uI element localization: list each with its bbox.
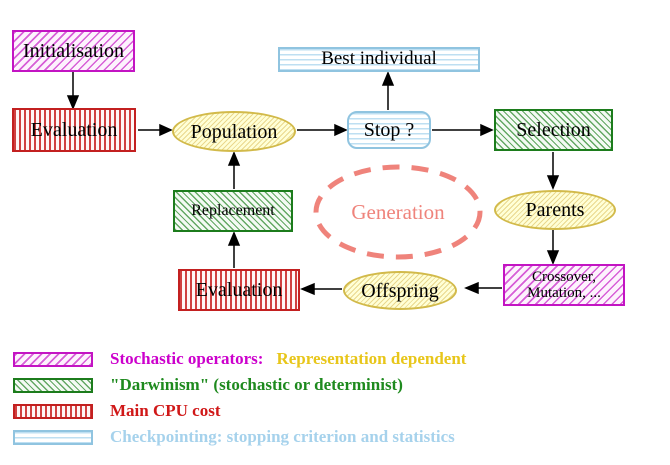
node-best-individual-label: Best individual	[321, 48, 437, 70]
legend-label-darwinism: "Darwinism" (stochastic or determinist)	[110, 375, 403, 394]
node-crossover-line2: Mutation, ...	[527, 285, 601, 301]
node-parents: Parents	[494, 190, 616, 230]
arrowhead-stop-to-selection	[480, 123, 494, 137]
legend-swatch-green-diagonal-hatch	[13, 377, 93, 393]
node-initialisation: Initialisation	[12, 30, 135, 72]
node-generation: Generation	[314, 166, 482, 258]
node-offspring-label: Offspring	[361, 279, 439, 302]
node-generation-label: Generation	[351, 199, 445, 224]
legend-label-main-cpu-cost: Main CPU cost	[110, 401, 221, 420]
node-selection-label: Selection	[516, 119, 591, 141]
legend-swatch-magenta-diagonal-hatch	[13, 351, 93, 367]
legend-row-checkpointing: Checkpointing: stopping criterion and st…	[13, 427, 455, 447]
legend-row-stochastic-operators: Stochastic operators: Representation dep…	[13, 349, 466, 369]
arrowhead-evaluation-to-population	[159, 123, 173, 137]
node-initialisation-label: Initialisation	[22, 40, 125, 62]
node-offspring: Offspring	[343, 271, 457, 310]
arrowhead-offspring-to-evaluation	[300, 282, 315, 296]
node-evaluation-bottom: Evaluation	[178, 269, 300, 311]
arrowhead-crossover-to-offspring	[464, 281, 479, 295]
node-population: Population	[172, 111, 296, 152]
legend-label-stochastic-operators: Stochastic operators:	[110, 349, 264, 368]
legend-row-main-cpu-cost: Main CPU cost	[13, 401, 220, 421]
node-parents-label: Parents	[525, 199, 585, 221]
legend-row-darwinism: "Darwinism" (stochastic or determinist)	[13, 375, 403, 395]
node-crossover-mutation: Crossover, Mutation, ...	[503, 264, 625, 306]
arrowhead-selection-to-parents	[546, 175, 560, 190]
generation-dashed-ellipse	[313, 164, 483, 260]
node-stop: Stop ?	[347, 111, 431, 149]
arrowhead-evaluation-to-replacement	[227, 231, 241, 246]
node-replacement-label: Replacement	[191, 202, 275, 220]
node-evaluation-bottom-label: Evaluation	[195, 279, 283, 301]
node-stop-label: Stop ?	[363, 119, 415, 141]
arrowhead-initialisation-to-evaluation	[66, 95, 80, 110]
node-evaluation-top: Evaluation	[12, 108, 136, 152]
node-crossover-line1: Crossover,	[532, 268, 596, 285]
arrowhead-population-to-stop	[334, 123, 348, 137]
node-population-label: Population	[190, 120, 278, 143]
legend-label-checkpointing: Checkpointing: stopping criterion and st…	[110, 427, 455, 446]
legend-swatch-red-vertical-stripes	[13, 403, 93, 419]
arrowhead-stop-to-best-individual	[381, 71, 395, 86]
arrowhead-replacement-to-population	[227, 151, 241, 166]
legend-label-representation-dependent: Representation dependent	[276, 349, 467, 368]
node-replacement: Replacement	[173, 190, 293, 232]
node-best-individual: Best individual	[278, 47, 480, 72]
node-evaluation-top-label: Evaluation	[30, 119, 118, 141]
legend-swatch-cyan-horizontal-stripes	[13, 429, 93, 445]
node-selection: Selection	[494, 109, 613, 151]
arrowhead-parents-to-crossover	[546, 250, 560, 265]
